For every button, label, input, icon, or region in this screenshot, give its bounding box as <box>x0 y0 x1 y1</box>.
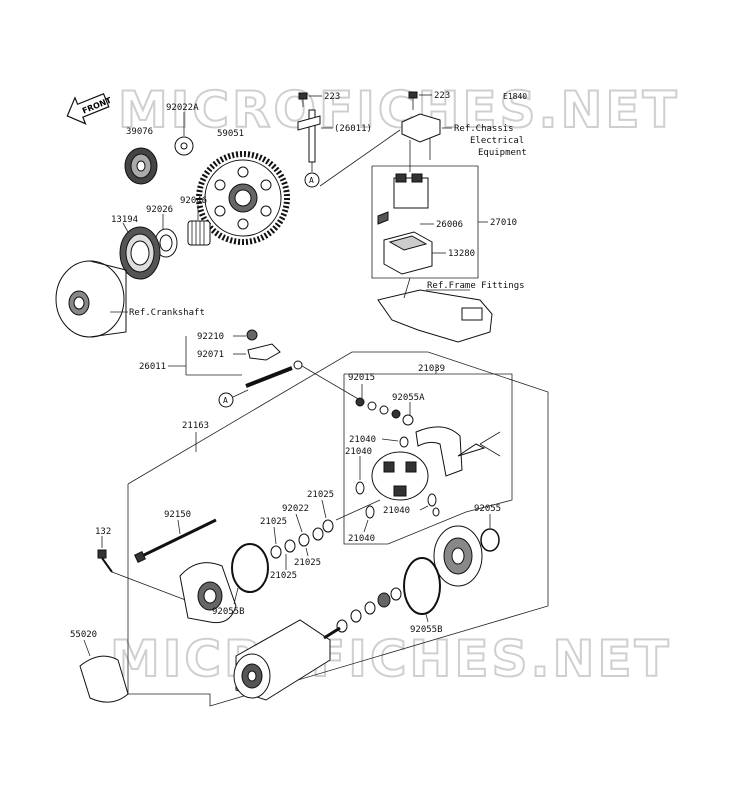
spring-21040-c <box>427 493 437 507</box>
front-end-cover <box>179 562 237 624</box>
label-21040-b: 21040 <box>345 447 372 457</box>
label-26006: 26006 <box>436 220 463 230</box>
label-21163: 21163 <box>182 421 209 431</box>
callout-a-lower: A <box>218 392 234 408</box>
through-bolt-92150 <box>134 518 217 563</box>
label-92015: 92015 <box>348 373 375 383</box>
label-21039: 21039 <box>418 364 445 374</box>
label-21025-d: 21025 <box>270 571 297 581</box>
rear-end-cover <box>433 525 483 587</box>
cable-26011 <box>245 360 303 388</box>
oring-92055b-left <box>231 543 269 593</box>
diagram-code: E1840 <box>503 92 527 101</box>
terminal-bracket-26011 <box>297 109 321 163</box>
label-39076: 39076 <box>126 127 153 137</box>
label-13280: 13280 <box>448 249 475 259</box>
label-27010: 27010 <box>490 218 517 228</box>
relay-26006 <box>377 173 429 225</box>
label-21040-d: 21040 <box>348 534 375 544</box>
label-92071: 92071 <box>197 350 224 360</box>
relay-cover-13280 <box>383 231 433 275</box>
label-92150: 92150 <box>164 510 191 520</box>
label-92055b-right: 92055B <box>410 625 443 635</box>
label-ref-chassis-2: Electrical <box>470 136 524 146</box>
oring-92055b-right <box>403 557 441 615</box>
label-92022: 92022 <box>282 504 309 514</box>
label-21025-c: 21025 <box>294 558 321 568</box>
label-223-right: 223 <box>434 91 450 101</box>
label-132: 132 <box>95 527 111 537</box>
screw-132 <box>97 549 113 573</box>
label-223-left: 223 <box>324 92 340 102</box>
spring-21040-c2 <box>432 507 440 517</box>
rotor-crankshaft <box>55 260 127 338</box>
label-59051: 59051 <box>217 129 244 139</box>
washers-92015 <box>355 397 401 419</box>
gear-59051 <box>196 151 290 245</box>
label-92055a: 92055A <box>392 393 425 403</box>
label-92022a: 92022A <box>166 103 199 113</box>
label-ref-crankshaft: Ref.Crankshaft <box>129 308 205 318</box>
label-ref-chassis: Ref.Chassis <box>454 124 514 134</box>
label-21025-a: 21025 <box>307 490 334 500</box>
label-26011-lower: 26011 <box>139 362 166 372</box>
label-21040-c: 21040 <box>383 506 410 516</box>
spring-21040-b <box>355 481 365 495</box>
bearing-92046 <box>187 220 211 246</box>
brush-holder <box>371 451 429 501</box>
label-21025-b: 21025 <box>260 517 287 527</box>
cap-92071 <box>247 343 281 361</box>
bolt-223-left <box>298 92 308 107</box>
label-92046: 92046 <box>180 196 207 206</box>
spring-21040-a <box>399 436 409 448</box>
callout-a-upper: A <box>304 162 320 188</box>
clutch-13194 <box>119 226 161 280</box>
washers-21025-stack <box>270 519 334 559</box>
watermark-top: MICROFICHES.NET <box>118 81 680 139</box>
label-ref-frame-fittings: Ref.Frame Fittings <box>427 281 525 291</box>
label-92210: 92210 <box>197 332 224 342</box>
label-92026: 92026 <box>146 205 173 215</box>
label-ref-chassis-3: Equipment <box>478 148 527 158</box>
label-21040-a: 21040 <box>349 435 376 445</box>
brush-plate <box>415 426 486 477</box>
spring-21040-d <box>365 505 375 519</box>
oring-92055 <box>480 528 500 552</box>
svg-text:A: A <box>309 176 314 185</box>
label-13194: 13194 <box>111 215 138 225</box>
label-92055: 92055 <box>474 504 501 514</box>
label-26011-upper: (26011) <box>334 124 372 134</box>
nut-92210 <box>246 329 258 341</box>
front-arrow-icon: FRONT <box>66 92 113 125</box>
svg-text:A: A <box>223 396 228 405</box>
bolt-223-right <box>408 91 418 110</box>
label-55020: 55020 <box>70 630 97 640</box>
oring-92055a <box>402 414 414 426</box>
gear-39076 <box>124 147 158 185</box>
washer-92022a <box>174 136 194 156</box>
armature-washers <box>336 587 402 633</box>
frame-fitting-bracket <box>377 289 493 343</box>
relay-bracket <box>401 113 441 172</box>
label-92055b-left: 92055B <box>212 607 245 617</box>
armature-yoke <box>233 619 341 701</box>
watermark-bottom: MICROFICHES.NET <box>110 630 672 688</box>
protector-55020 <box>79 655 129 703</box>
